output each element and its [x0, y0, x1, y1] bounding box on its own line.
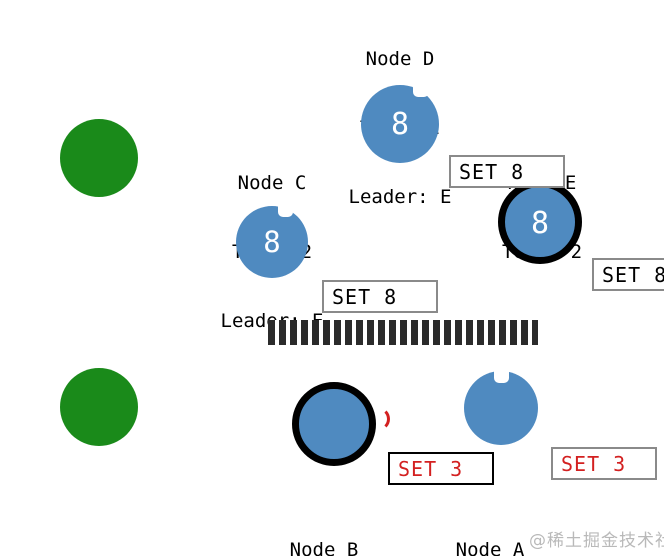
node-a-circle[interactable]: [464, 369, 538, 445]
node-b-circle[interactable]: [292, 382, 376, 466]
message-text: SET 8: [332, 284, 398, 309]
node-c-name: Node C: [237, 172, 307, 194]
node-d-value: 8: [390, 107, 410, 142]
node-b-label: Node B Term: 1: [234, 493, 414, 556]
node-a-name: Node A: [455, 539, 525, 556]
watermark-label: @稀土掘金技术社区: [529, 531, 664, 551]
node-b-name: Node B: [289, 539, 359, 556]
message-text: SET 8: [459, 159, 525, 184]
message-text: SET 3: [398, 456, 464, 481]
node-b-activity-marker: [366, 407, 390, 431]
message-box-set8-right-edge[interactable]: SET 8: [592, 258, 664, 291]
node-d-name: Node D: [365, 48, 435, 70]
message-box-set3-right[interactable]: SET 3: [551, 447, 657, 480]
message-box-set3-center[interactable]: SET 3: [388, 452, 494, 485]
client-circle-top: [60, 119, 138, 197]
message-text: SET 8: [602, 262, 664, 287]
node-a-label: Node A Term: 1 Leader: B: [400, 493, 580, 556]
network-partition-bar: [268, 320, 538, 345]
node-d-leader: Leader: E: [348, 186, 452, 208]
client-circle-bottom: [60, 368, 138, 446]
node-c-value: 8: [263, 225, 281, 259]
node-e-value: 8: [530, 206, 550, 241]
node-d-notch: [413, 83, 429, 97]
node-e-circle[interactable]: 8: [498, 180, 582, 264]
node-a-notch: [494, 369, 509, 383]
message-text: SET 3: [561, 451, 627, 476]
message-box-set8-center[interactable]: SET 8: [322, 280, 438, 313]
message-box-set8-node-e[interactable]: SET 8: [449, 155, 565, 188]
node-c-circle[interactable]: 8: [236, 204, 308, 278]
node-d-circle[interactable]: 8: [361, 83, 439, 163]
node-c-notch: [278, 204, 293, 217]
